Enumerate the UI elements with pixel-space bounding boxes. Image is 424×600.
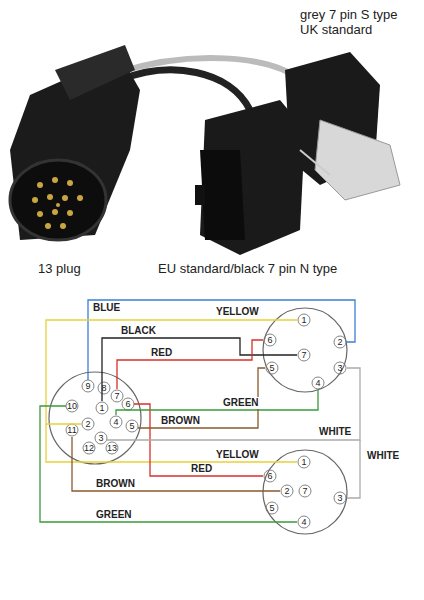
plug-face [10, 160, 106, 240]
pin-number: 4 [113, 417, 118, 427]
wire-color-label: GREEN [95, 509, 133, 521]
wire-color-label: WHITE [318, 426, 352, 438]
wire-color-label: BROWN [160, 415, 201, 427]
pin-number: 3 [98, 433, 103, 443]
pin-number: 8 [101, 383, 106, 393]
wire-color-label: RED [190, 463, 213, 475]
green-wire [116, 390, 318, 415]
white-wire [347, 440, 360, 498]
white-wire [107, 368, 360, 440]
connector-13pin [49, 372, 141, 464]
plug-pins [32, 177, 83, 229]
black-wire [102, 338, 297, 401]
red-wire [117, 340, 263, 389]
pin-number: 4 [315, 378, 320, 388]
pin-number: 6 [125, 399, 130, 409]
pin-number: 6 [267, 335, 272, 345]
pin-number: 7 [114, 391, 119, 401]
wire-color-label: YELLOW [215, 306, 260, 318]
wire-color-label: WHITE [366, 450, 400, 462]
wire-color-label: BLACK [120, 325, 157, 337]
pin-number: 1 [301, 457, 306, 467]
pin-number: 9 [85, 381, 90, 391]
pin-number: 5 [269, 363, 274, 373]
yellow-wire [46, 320, 297, 424]
wire-color-label: RED [150, 347, 173, 359]
pin-number: 4 [301, 517, 306, 527]
pin-number: 3 [337, 363, 342, 373]
pin-number: 7 [302, 486, 307, 496]
pin-number: 2 [337, 337, 342, 347]
eu-socket-lid [200, 150, 245, 240]
wire-color-label: YELLOW [215, 449, 260, 461]
yellow-wire [46, 424, 297, 462]
pin-number: 6 [267, 471, 272, 481]
pin-number: 10 [67, 401, 77, 411]
brown-wire [72, 437, 280, 491]
pin-number: 1 [301, 315, 306, 325]
wire-color-label: GREEN [222, 397, 260, 409]
spring [300, 150, 330, 175]
pin-number: 5 [129, 421, 134, 431]
pin-number: 1 [99, 403, 104, 413]
eu-socket-tab [195, 185, 205, 205]
photo-caption: EU standard/black 7 pin N type [158, 262, 337, 277]
uk-socket-lid [315, 120, 400, 200]
pin-number: 2 [284, 486, 289, 496]
photo-caption: 13 plug [38, 262, 81, 277]
pin-number: 12 [84, 443, 94, 453]
wire-color-label: BROWN [95, 478, 136, 490]
pin-number: 3 [337, 493, 342, 503]
brown-wire [138, 368, 265, 428]
pin-number: 11 [67, 425, 76, 435]
plug-grip [55, 45, 135, 100]
pin-number: 5 [269, 503, 274, 513]
wire-color-label: BLUE [92, 302, 121, 314]
blue-wire [88, 300, 355, 380]
pin-number: 2 [85, 419, 90, 429]
photo-caption: grey 7 pin S type UK standard [300, 8, 418, 38]
pin-sockets [66, 314, 346, 528]
wires [40, 300, 360, 522]
pin-number: 7 [301, 350, 306, 360]
cable [120, 58, 300, 80]
pin-number: 13 [107, 443, 117, 453]
